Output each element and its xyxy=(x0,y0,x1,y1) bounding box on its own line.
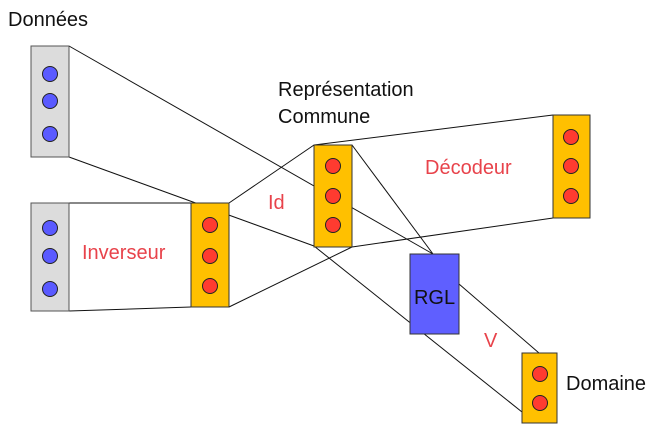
line-inverseur-id-bottom xyxy=(228,246,353,308)
node-blue xyxy=(42,66,58,82)
rgl-label: RGL xyxy=(414,287,455,309)
line-id-decodeur-bottom xyxy=(351,217,554,248)
decodeur-box xyxy=(552,114,591,219)
node-red xyxy=(563,188,579,204)
domaine-label: Domaine xyxy=(566,373,646,395)
donnees-label: Données xyxy=(8,9,88,31)
donnees-top-box xyxy=(30,45,70,158)
inverseur-label: Inverseur xyxy=(82,242,166,264)
domaine-box xyxy=(521,352,558,424)
node-blue xyxy=(42,126,58,142)
node-blue xyxy=(42,220,58,236)
node-red xyxy=(563,158,579,174)
representation-label-line1: Représentation xyxy=(278,79,414,101)
decodeur-label: Décodeur xyxy=(425,157,512,179)
node-blue xyxy=(42,281,58,297)
node-red xyxy=(202,217,218,233)
representation-label-line2: Commune xyxy=(278,106,370,128)
line-data2-inverseur-bottom xyxy=(68,306,192,312)
v-label: V xyxy=(484,330,498,352)
node-red xyxy=(202,278,218,294)
line-id-decodeur-top xyxy=(313,114,554,146)
line-rgl-domaine xyxy=(458,283,540,354)
rgl-box: RGL xyxy=(409,253,460,335)
id-label: Id xyxy=(268,192,285,214)
inverseur-box xyxy=(190,202,230,308)
line-donnees-top-id xyxy=(68,45,434,255)
node-red xyxy=(325,188,341,204)
node-blue xyxy=(42,248,58,264)
node-red xyxy=(325,158,341,174)
node-red xyxy=(532,395,548,411)
node-red xyxy=(532,366,548,382)
node-red xyxy=(202,248,218,264)
line-inverseur-id-top xyxy=(228,144,315,204)
node-red xyxy=(563,129,579,145)
connector-lines xyxy=(68,45,554,413)
line-id-rgl xyxy=(351,144,434,255)
node-red xyxy=(325,217,341,233)
line-donnees-bottom-id xyxy=(68,156,315,247)
donnees-bottom-box xyxy=(30,202,70,312)
id-box xyxy=(313,144,353,248)
node-blue xyxy=(42,93,58,109)
